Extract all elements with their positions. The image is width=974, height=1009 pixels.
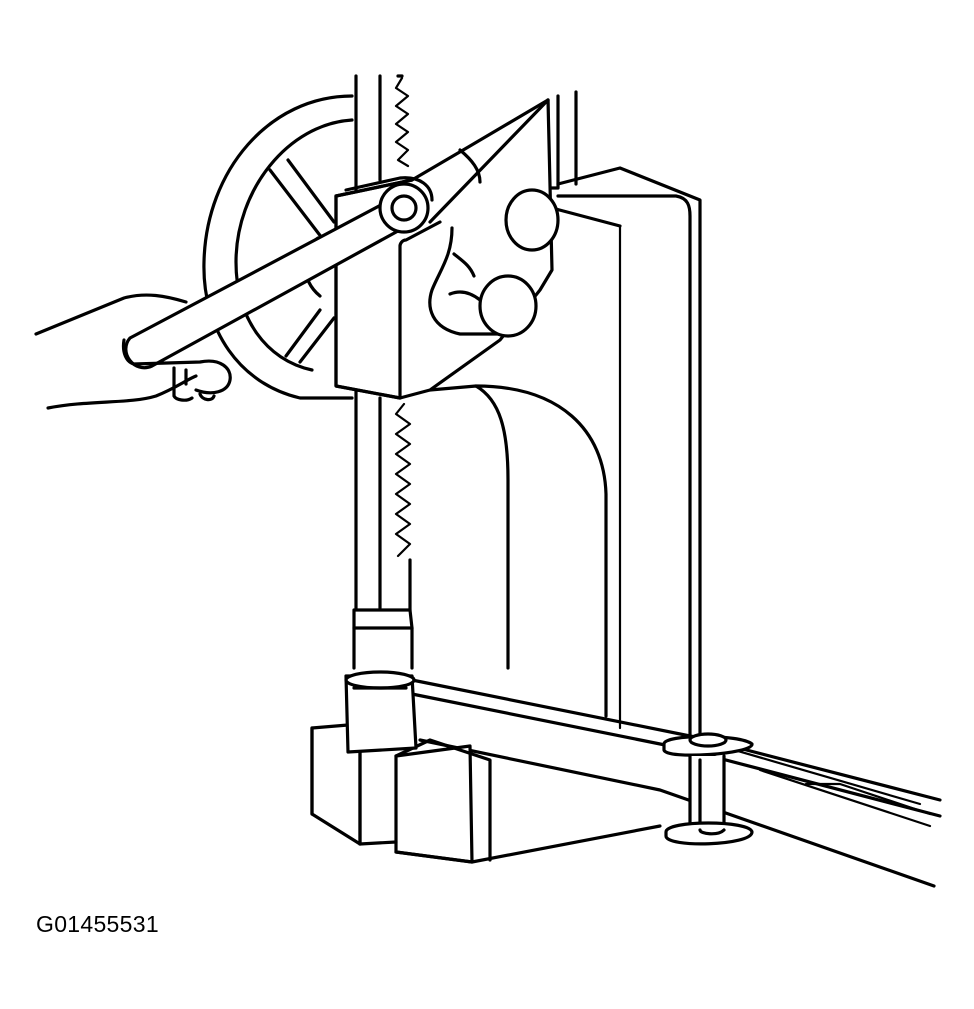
pinion-head [334, 98, 560, 400]
handwheel [202, 94, 354, 400]
press-base [310, 670, 942, 888]
figure-code: G01455531 [36, 911, 159, 937]
hand-on-lever [34, 182, 430, 410]
press-frame [428, 90, 702, 740]
